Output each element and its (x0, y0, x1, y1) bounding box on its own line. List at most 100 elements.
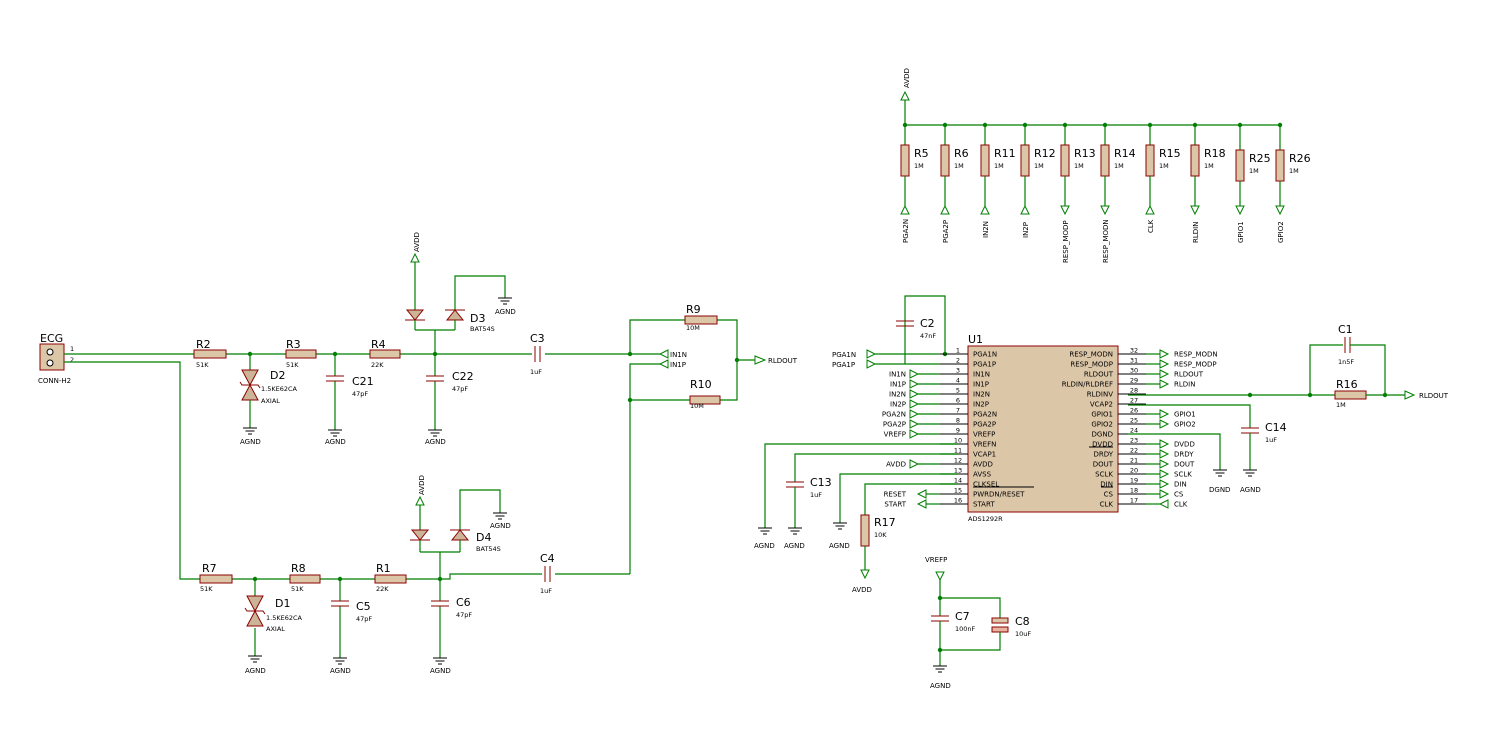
u1-net-8-label: PGA2P (883, 421, 906, 429)
u1-pin-21-number: 21 (1130, 457, 1138, 465)
pullup-r25-value: 1M (1249, 167, 1259, 175)
c2-group: C2 47nF PGA1N PGA1P (832, 295, 946, 369)
d1-ref: D1 (275, 597, 290, 610)
c6-ref: C6 (456, 596, 471, 609)
d3-ref: D3 (470, 312, 485, 325)
r2-ref: R2 (196, 338, 211, 351)
u1-pin-14-number: 14 (954, 477, 962, 485)
c13-value: 1uF (810, 491, 822, 499)
c22-value: 47pF (452, 385, 468, 393)
u1-net-18-label: CS (1174, 491, 1184, 499)
pga1p-ext-label: PGA1P (832, 361, 855, 369)
u1-net-30-label: RLDOUT (1174, 371, 1204, 379)
rldout-label-ic: RLDOUT (1419, 392, 1449, 400)
pullup-r15-net: CLK (1147, 219, 1155, 233)
u1-pin-12-name: AVDD (973, 461, 993, 469)
c5-ref: C5 (356, 600, 371, 613)
u1-pin-25-name: GPIO2 (1091, 421, 1113, 429)
vrefp-decoupling: VREFP AGND C7 100nF C8 10uF (925, 556, 1031, 690)
u1-net-12-label: AVDD (886, 461, 906, 469)
agnd-label-d2: AGND (240, 438, 261, 446)
u1-pin-30-number: 30 (1130, 367, 1138, 375)
u1-pin-8-name: PGA2P (973, 421, 996, 429)
input-resistors (193, 315, 721, 584)
c2-value: 47nF (920, 332, 936, 340)
ecg-connector-ref: ECG (40, 332, 63, 345)
u1-pin-1-name: PGA1N (973, 351, 997, 359)
r2-value: 51K (196, 361, 209, 369)
c2-ref: C2 (920, 317, 935, 330)
agnd-label-d4: AGND (490, 522, 511, 530)
r7-ref: R7 (202, 562, 217, 575)
pullup-r18-ref: R18 (1204, 147, 1226, 160)
c22-ref: C22 (452, 370, 474, 383)
u1-net-31-label: RESP_MODP (1174, 361, 1217, 369)
u1-pin-13-number: 13 (954, 467, 962, 475)
u1-net-16-label: START (884, 501, 906, 509)
u1-net-26-label: GPIO1 (1174, 411, 1196, 419)
u1-pin-29-number: 29 (1130, 377, 1138, 385)
u1-pin-20-number: 20 (1130, 467, 1138, 475)
rldout-label-input: RLDOUT (768, 357, 798, 365)
pullup-r26-value: 1M (1289, 167, 1299, 175)
u1-pin-3-name: IN1N (973, 371, 990, 379)
c4-ref: C4 (540, 552, 555, 565)
u1-pin-12-number: 12 (954, 457, 962, 465)
c1-ref: C1 (1338, 323, 1353, 336)
u1-pin-13-name: AVSS (973, 471, 992, 479)
r10-ref: R10 (690, 378, 712, 391)
ecg-pin1-label: 1 (70, 345, 74, 353)
u1-pin-19-number: 19 (1130, 477, 1138, 485)
u1-pin-24-number: 24 (1130, 427, 1138, 435)
u1-pin-19-name: DIN (1100, 481, 1113, 489)
pullup-r26-net: GPIO2 (1277, 221, 1285, 243)
u1-pin-5-number: 5 (956, 387, 960, 395)
c8-ref: C8 (1015, 615, 1030, 628)
u1-pin-27-number: 27 (1130, 397, 1138, 405)
r17-value: 10K (874, 531, 887, 539)
d2-ref: D2 (270, 369, 285, 382)
ecg-connector: ECG CONN-H2 1 2 (38, 332, 74, 385)
pullup-r6-value: 1M (954, 162, 964, 170)
c21-value: 47pF (352, 390, 368, 398)
u1-pin-25-number: 25 (1130, 417, 1138, 425)
r16-value: 1M (1336, 401, 1346, 409)
r10-value: 10M (690, 402, 704, 410)
u1-pin-3-number: 3 (956, 367, 960, 375)
pullup-r26-ref: R26 (1289, 152, 1311, 165)
u1-pin-9-number: 9 (956, 427, 960, 435)
u1-net-29-label: RLDIN (1174, 381, 1195, 389)
agnd-label-d3: AGND (495, 308, 516, 316)
u1-net-3-label: IN1N (889, 371, 906, 379)
u1-pin-29-name: RLDIN/RLDREF (1062, 381, 1113, 389)
r4-value: 22K (371, 361, 384, 369)
ecg-pin2-label: 2 (70, 356, 74, 364)
u1-net-6-label: IN2P (890, 401, 906, 409)
u1-pin-22-number: 22 (1130, 447, 1138, 455)
d4-value: BAT54S (476, 545, 501, 553)
agnd-label-c6: AGND (430, 667, 451, 675)
u1-pin-18-number: 18 (1130, 487, 1138, 495)
agnd-label-c14: AGND (1240, 486, 1261, 494)
input-capacitors: C21 47pF C22 47pF C3 1uF C5 47pF C6 47pF… (325, 332, 555, 623)
u1-net-25-label: GPIO2 (1174, 421, 1196, 429)
u1-pin-15-number: 15 (954, 487, 962, 495)
r8-ref: R8 (291, 562, 306, 575)
u1-net-20-label: SCLK (1174, 471, 1192, 479)
pullup-r13-ref: R13 (1074, 147, 1096, 160)
u1-ref: U1 (968, 333, 983, 346)
pullup-r18-net: RLDIN (1192, 222, 1200, 243)
tvs-diode-d2: D2 1.5KE62CA AXIAL (239, 369, 298, 405)
u1-pin-7-number: 7 (956, 407, 960, 415)
u1-pin-11-name: VCAP1 (973, 451, 996, 459)
u1-pin-6-number: 6 (956, 397, 960, 405)
d3-value: BAT54S (470, 325, 495, 333)
u1-pin-30-name: RLDOUT (1084, 371, 1114, 379)
pullup-r6-ref: R6 (954, 147, 969, 160)
c14-value: 1uF (1265, 436, 1277, 444)
u1-net-9-label: VREFP (884, 431, 906, 439)
schottky-d4: D4 BAT54S (410, 529, 501, 553)
c7-value: 100nF (955, 625, 976, 633)
avdd-label-bank: AVDD (903, 68, 911, 88)
avdd-label-r17: AVDD (852, 586, 872, 594)
